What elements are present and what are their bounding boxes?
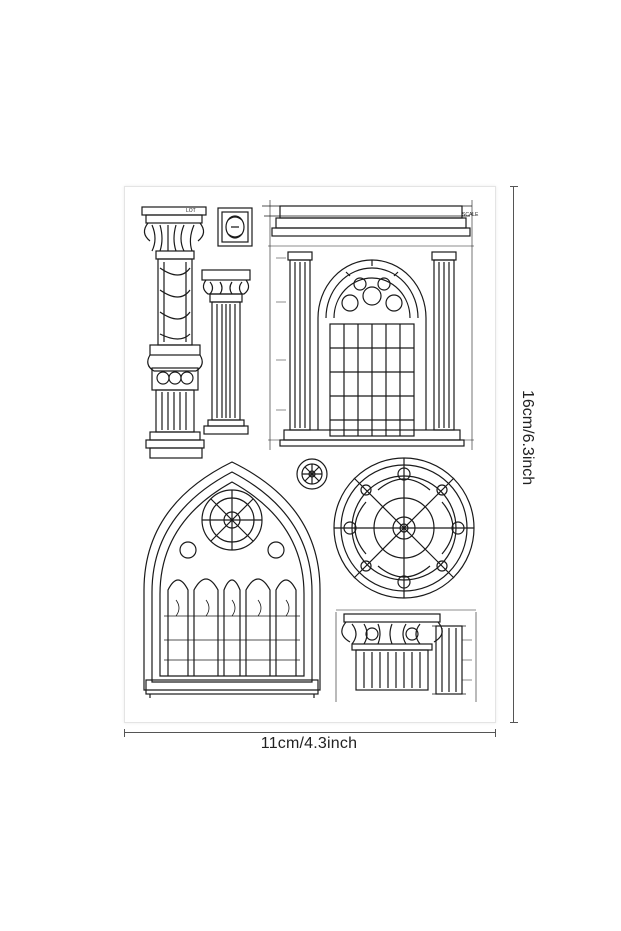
stamp-corinthian-column <box>201 269 251 435</box>
stamp-rose-window <box>333 457 475 599</box>
stamp-column-with-vine: LOT <box>141 206 207 459</box>
stamp-column-capital-blueprint <box>335 609 477 702</box>
stamp-ornate-medallion <box>217 207 253 247</box>
stamp-small-rosette <box>296 458 328 490</box>
svg-text:LOT: LOT <box>186 208 196 214</box>
stamp-arched-doorway-blueprint: SCALE <box>262 200 479 450</box>
stamp-gothic-arched-window <box>143 461 321 698</box>
width-label: 11cm/4.3inch <box>260 735 358 752</box>
svg-text:SCALE: SCALE <box>462 212 479 218</box>
width-dimension-line <box>124 729 496 737</box>
height-dimension-line <box>510 186 518 723</box>
height-label: 16cm/6.3inch <box>519 390 536 486</box>
